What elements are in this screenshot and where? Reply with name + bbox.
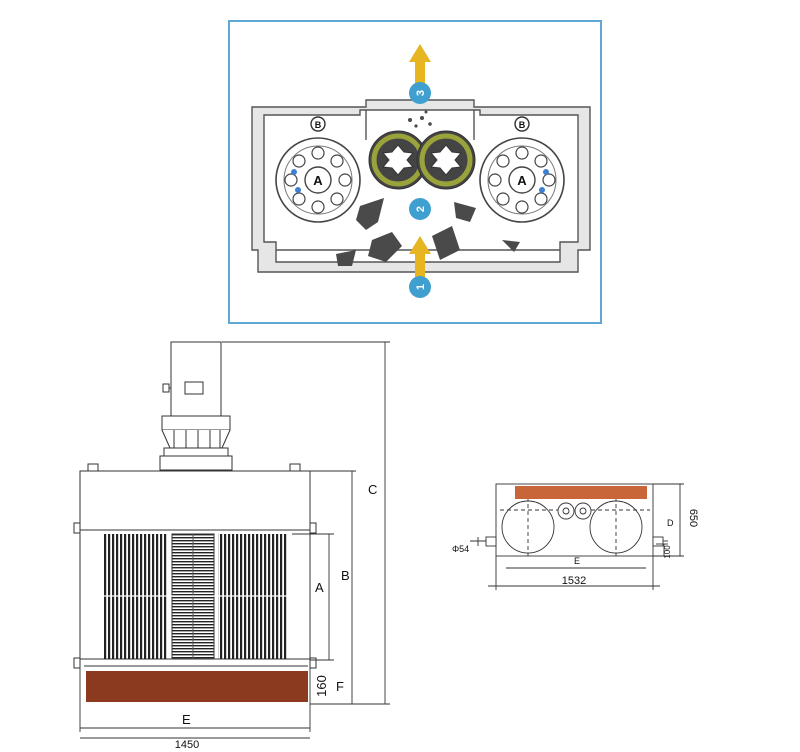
dim-value-front-width: 1450 — [175, 739, 199, 751]
front-base-block — [86, 671, 308, 702]
step-label-1: 1 — [415, 284, 427, 290]
cutter-pair — [368, 130, 476, 190]
right-rotor — [479, 137, 565, 223]
top-dim-label-E: E — [574, 556, 580, 566]
top-view-plate — [515, 486, 647, 499]
left-rotor — [275, 137, 361, 223]
right-chamber-badge — [514, 116, 530, 132]
dim-label-F: F — [336, 679, 344, 694]
front-view-drawing — [73, 341, 317, 669]
step-label-2: 2 — [415, 206, 427, 212]
top-dim-shaft-diameter: Φ54 — [452, 544, 469, 554]
dim-label-E-front: E — [182, 712, 191, 727]
step-label-3: 3 — [415, 90, 427, 96]
left-chamber-badge — [310, 116, 326, 132]
dim-label-B: B — [341, 568, 350, 583]
grinder-schematic: A B A B — [228, 20, 602, 324]
inflow-arrow — [409, 236, 431, 282]
outflow-arrow — [409, 44, 431, 84]
right-rotor-mark: A — [517, 173, 527, 188]
dim-label-C: C — [368, 482, 377, 497]
front-dimension-lines — [79, 341, 390, 739]
top-dim-value-width: 1532 — [562, 575, 586, 587]
dim-label-A: A — [315, 580, 324, 595]
left-chamber-mark: B — [315, 120, 322, 130]
step-badge-1 — [409, 276, 431, 298]
left-rotor-mark: A — [313, 173, 323, 188]
debris — [336, 110, 520, 266]
top-dim-value-offset: 100 — [663, 545, 672, 559]
motor-column — [170, 341, 222, 417]
step-badge-3 — [409, 82, 431, 104]
top-dim-value-height: 650 — [687, 509, 699, 527]
gearbox — [161, 415, 231, 431]
right-chamber-mark: B — [519, 120, 526, 130]
dim-value-base-height: 160 — [314, 675, 329, 697]
top-dim-label-D: D — [667, 518, 674, 528]
motor-junction-box — [184, 381, 204, 395]
step-badge-2 — [409, 198, 431, 220]
